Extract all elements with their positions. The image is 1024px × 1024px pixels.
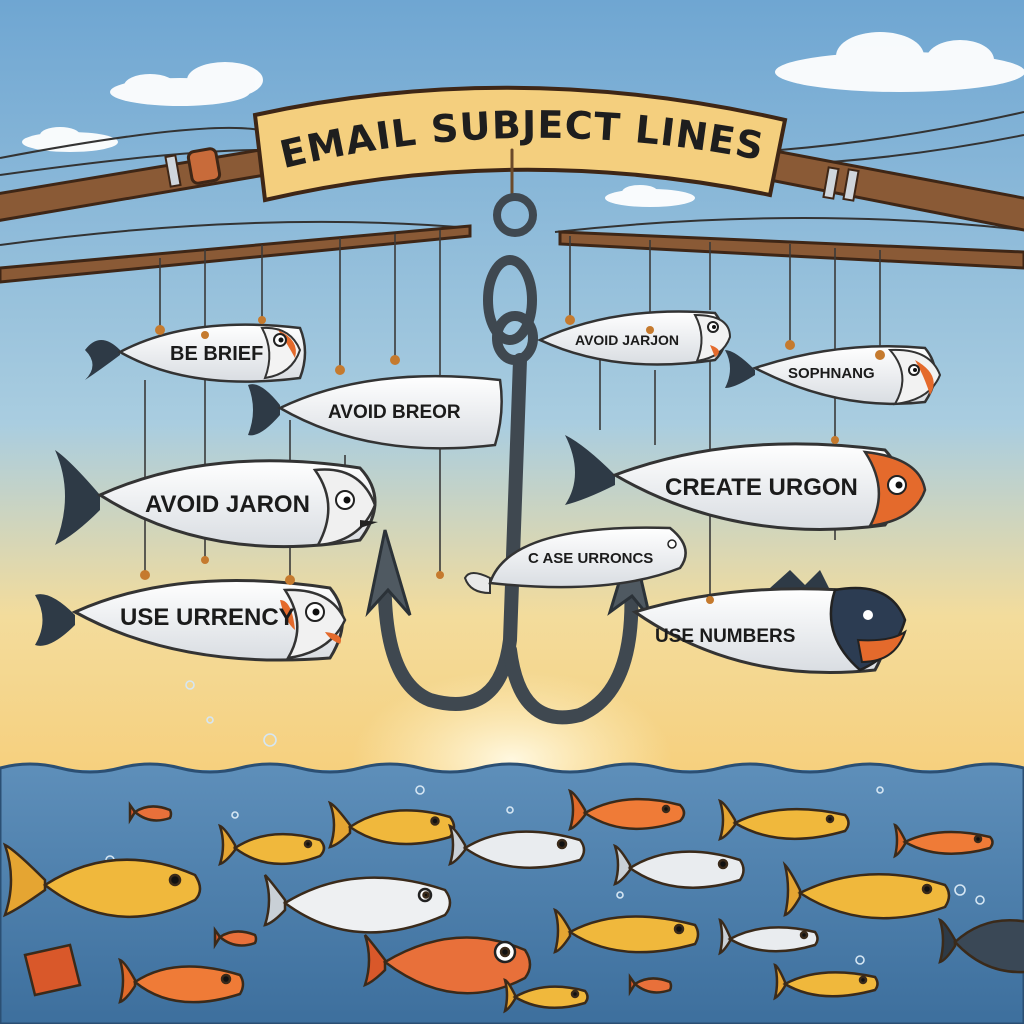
hanging-rod-left [0,224,472,284]
fish-label: AVOID BREOR [328,402,461,423]
fish-label: SOPHNANG [788,365,875,382]
fish-avoid-breor: AVOID BREOR [248,374,503,450]
cloud-icon [22,32,1024,207]
hanging-rod-right [558,230,1024,270]
fish-label: BE BRIEF [170,343,263,365]
fish-label: USE NUMBERS [655,626,795,647]
fish-use-numbers: USE NUMBERS [631,570,907,675]
fish-avoid-jaron-large: AVOID JARON [55,450,378,549]
fish-label: C ASE URRONCS [528,550,653,567]
fish-sophnang: SOPHNANG [725,344,942,406]
fishing-hook-icon [377,148,639,725]
lure-icons [140,315,885,604]
fish-label: CREATE URGON [665,474,858,501]
fish-avoid-jarjon-small: AVOID JARJON [537,310,732,366]
fish-case-urroncs: C ASE URRONCS [463,526,687,595]
fish-label: AVOID JARON [145,491,310,518]
fish-label: USE URRENCY [120,604,295,631]
title-banner: EMAIL SUBJECT LINES [252,85,788,203]
fish-label: AVOID JARJON [575,332,679,348]
fish-create-urgon: CREATE URGON [565,435,927,531]
fish-be-brief: BE BRIEF [85,323,307,383]
school-of-fish [2,788,1024,1014]
fish-use-urrency: USE URRENCY [35,578,347,662]
